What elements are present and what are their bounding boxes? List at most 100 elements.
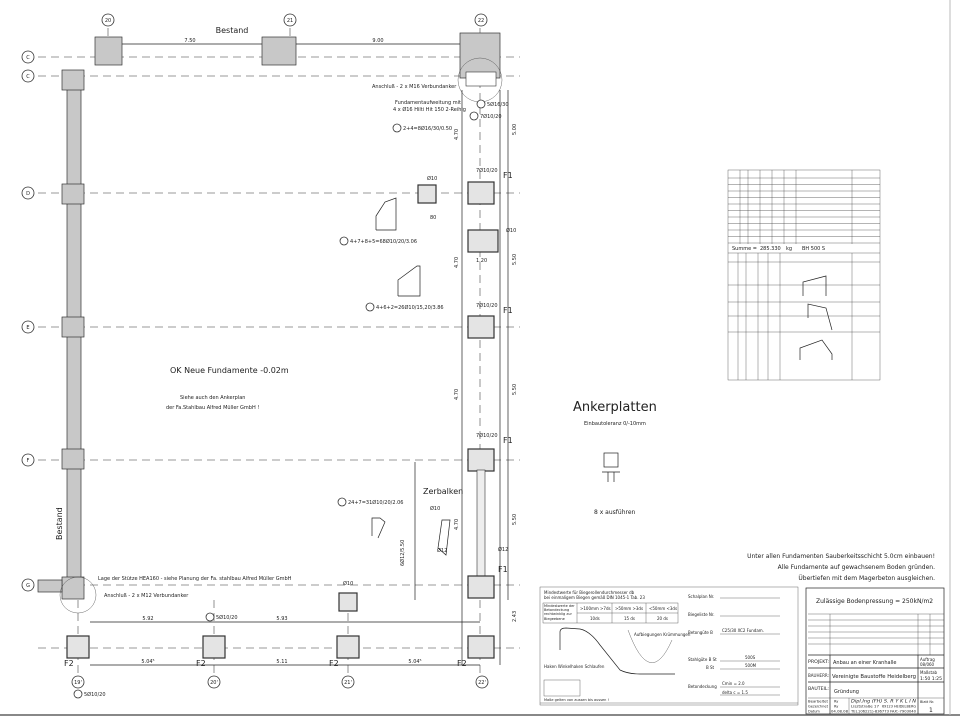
footings: [66, 90, 509, 666]
anchor-plates-title: Ankerplatten: [573, 400, 657, 415]
note: Siehe auch den Ankerplan: [180, 395, 245, 401]
dimension: 5.04⁵: [141, 659, 154, 665]
soil-pressure: Zulässige Bodenpressung = 250kN/m2: [816, 598, 933, 605]
foundation-level-note: OK Neue Fundamente -0.02m: [170, 366, 289, 375]
note: Ø10: [506, 227, 516, 234]
table-cell: 15 ds: [624, 616, 635, 621]
dimension: 5.92: [142, 616, 153, 622]
bending-shape-label: 24+7=31Ø10/20/2.06: [348, 499, 403, 506]
axis-label: 20: [105, 18, 111, 24]
existing-label-top: Bestand: [216, 26, 249, 35]
axis-label: E: [26, 325, 29, 331]
note: der Fa.Stahlbau Alfred Müller GmbH !: [166, 405, 259, 411]
note: 6Ø12/5.50: [399, 540, 406, 566]
dimension: 4.70: [454, 257, 460, 268]
field-value: 500S: [745, 655, 756, 660]
note: 5Ø10/20: [216, 614, 238, 621]
project-name: Anbau an einer Kranhalle: [833, 660, 896, 666]
table-header-wrap: Mindestwerte der Betondeckung rechtwinkl…: [544, 603, 575, 621]
field-value: 500M: [745, 663, 757, 668]
schedule-total-value: 285.330: [760, 246, 781, 252]
spec-fields: Schalplan Nr. Biegeliste Nr. Betongüte B…: [688, 594, 780, 696]
note: Ø10: [427, 175, 437, 182]
footing-type: F1: [503, 436, 513, 445]
footing-type: F1: [503, 171, 513, 180]
note: 7Ø10/20: [476, 432, 498, 439]
footing-type: F2: [329, 659, 339, 668]
axis-label: 19': [74, 680, 82, 686]
office-name: Dipl.Ing (FH) S. R Y K L I N: [851, 699, 917, 705]
general-note: Unter allen Fundamenten Sauberkeitsschic…: [747, 553, 935, 560]
table-header: Mindestwerte der Betondeckung rechtwinkl…: [544, 603, 575, 621]
bending-title: bei einmaligem Biegen gemäß DIN 1045-1 T…: [544, 595, 645, 600]
field-value: C25/30 XC2 Fundam.: [722, 628, 764, 633]
general-note: Übertiefen mit dem Magerbeton ausgleiche…: [798, 575, 935, 582]
client-name: Vereinigte Baustoffe Heidelberg: [832, 674, 916, 680]
field-label: Betongüte B: [688, 630, 713, 635]
dimension: 5.00: [512, 124, 518, 135]
footing-type: F1: [503, 306, 513, 315]
dimension: 5.50: [512, 514, 518, 525]
axis-label: D: [26, 191, 30, 197]
footing-type: F1: [498, 565, 508, 574]
annotations: Anschluß - 2 x M16 Verbundanker Fundamen…: [64, 84, 516, 699]
table-cell: 10ds: [590, 616, 600, 621]
note: 4 x Ø16 Hilti Hit 150 2-Reihig: [393, 106, 466, 113]
table-header: >100mm >7ds: [580, 606, 611, 611]
axis-label: 20': [210, 680, 218, 686]
dimension: 5.50: [512, 254, 518, 265]
note: Fundamentaufweitung mit: [395, 100, 461, 106]
field-label: Betondeckung: [688, 684, 717, 689]
footing-type: F2: [457, 659, 467, 668]
dimensions: 5.92 5.93 5.04⁵ 5.11 5.04⁵ 5.00 5.50 5.5…: [141, 124, 518, 665]
footing-type: F2: [64, 659, 74, 668]
general-notes: Unter allen Fundamenten Sauberkeitsschic…: [747, 553, 935, 582]
bending-shape-label: 4+7+8+5=68Ø10/20/3.06: [350, 238, 417, 245]
dimension: 4.70: [454, 519, 460, 530]
label: BAUTEIL:: [808, 686, 829, 692]
note: Ø12: [437, 547, 447, 554]
axis-label: 21': [344, 680, 352, 686]
dimension: 2.43: [512, 611, 518, 622]
dimension: 5.11: [276, 659, 287, 665]
office-city: 69123 HEIDELBERG: [882, 705, 916, 709]
field-label: B St: [706, 665, 715, 670]
table-cell: 20 ds: [657, 616, 668, 621]
label: BAUHERR:: [808, 673, 829, 679]
title-block: Zulässige Bodenpressung = 250kN/m2 PROJE…: [805, 587, 945, 715]
anchor-plates-count: 8 x ausführen: [594, 509, 636, 516]
axis-label: G: [26, 583, 30, 589]
field-label: Biegeliste Nr.: [688, 612, 714, 617]
dimension: 9.00: [372, 38, 383, 44]
axis-label: C: [26, 74, 30, 80]
existing-label-left: Bestand: [55, 507, 64, 540]
schedule-steel: BH 500 S: [802, 246, 825, 252]
note: 7Ø10/20: [480, 113, 502, 120]
axis-label: 22: [478, 18, 484, 24]
label: Blatt Nr.: [920, 700, 934, 704]
note: 7Ø10/20: [476, 302, 498, 309]
bending-note: Haken Winkelhaken Schlaufen: [544, 664, 605, 669]
label: Gezeichnet: [808, 705, 829, 709]
label: Maßstab: [920, 670, 938, 675]
sheet-number: 1: [929, 707, 933, 714]
axis-label: F: [27, 458, 30, 464]
schedule-unit: kg: [786, 246, 792, 252]
dimension: 4.70: [454, 129, 460, 140]
dimension: 80: [430, 215, 436, 221]
existing-structure: Bestand 7.50 9.00 Bestand: [37, 26, 503, 614]
footing-type: F2: [196, 659, 206, 668]
bending-note: Aufbiegungen Krümmungen: [634, 632, 691, 637]
field-value: delta c = 1.5: [722, 690, 748, 695]
office-address: Lisztstraße 17: [851, 705, 879, 709]
table-header: <50mm <3ds: [649, 606, 677, 611]
dimension: 7.50: [184, 38, 195, 44]
zerbalken-label: Zerbalken: [423, 487, 463, 496]
general-note: Alle Fundamente auf gewachsenem Boden gr…: [778, 564, 935, 571]
component-name: Gründung: [834, 689, 859, 695]
field-label: Schalplan Nr.: [688, 594, 714, 599]
note: 7Ø10/20: [476, 167, 498, 174]
label: Bearbeitet: [808, 700, 829, 704]
field-label: Stahlgüte B St: [688, 657, 717, 662]
